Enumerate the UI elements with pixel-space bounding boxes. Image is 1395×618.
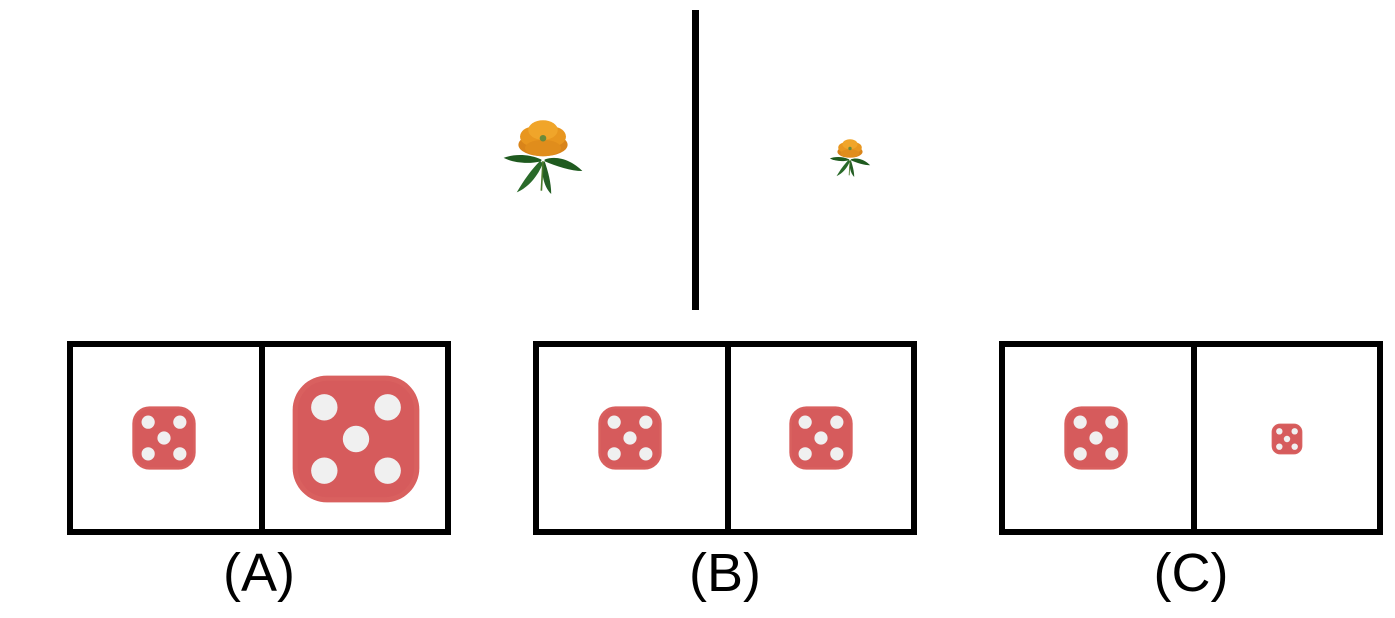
option-c-left-die-icon xyxy=(1063,405,1129,471)
option-a-panel[interactable] xyxy=(67,341,451,535)
option-b-right-die-icon xyxy=(788,405,854,471)
option-c-panel[interactable] xyxy=(999,341,1383,535)
reference-right-flower-icon xyxy=(826,135,874,177)
option-a-label: (A) xyxy=(223,543,295,603)
option-b-label: (B) xyxy=(689,543,761,603)
option-a-right-die-icon xyxy=(290,373,422,505)
option-c-label: (C) xyxy=(1153,543,1229,603)
option-c-right-die-icon xyxy=(1271,423,1303,455)
option-a-divider xyxy=(259,347,265,529)
reference-divider xyxy=(692,10,699,310)
reference-left-flower-icon xyxy=(494,112,592,194)
option-a-left-die-icon xyxy=(131,405,197,471)
option-b-left-die-icon xyxy=(597,405,663,471)
option-b-panel[interactable] xyxy=(533,341,917,535)
option-c-divider xyxy=(1191,347,1197,529)
option-b-divider xyxy=(725,347,731,529)
